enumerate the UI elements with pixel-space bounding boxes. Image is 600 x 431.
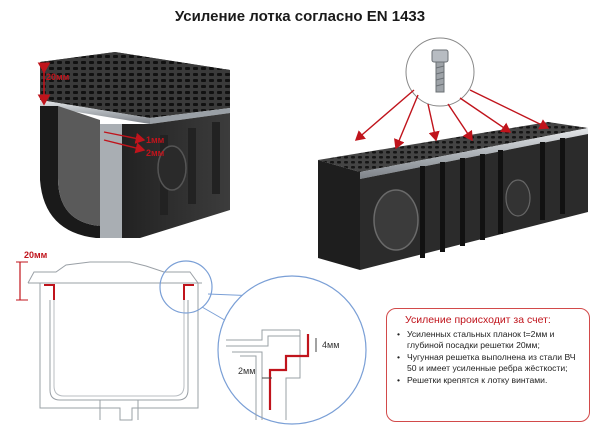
detail-circle: 4мм 2мм (217, 275, 367, 425)
page-title: Усиление лотка согласно EN 1433 (174, 8, 426, 25)
info-box: Усиление происходит за счет: Усиленных с… (386, 308, 590, 422)
dim-2mm-detail: 2мм (238, 366, 255, 376)
cross-section-drawing (16, 260, 259, 421)
dim-4mm: 4мм (322, 340, 339, 350)
channel-full-view (318, 37, 588, 270)
bolt-icon (431, 49, 449, 93)
channel-cutaway: 20мм 1мм 2мм (37, 52, 230, 238)
dim-20mm-top: 20мм (46, 72, 70, 82)
list-item: Решетки крепятся к лотку винтами. (397, 375, 583, 386)
dim-1mm: 1мм (146, 135, 165, 145)
info-list: Усиленных стальных планок t=2мм и глубин… (395, 329, 583, 386)
list-item: Усиленных стальных планок t=2мм и глубин… (397, 329, 583, 350)
list-item: Чугунная решетка выполнена из стали ВЧ 5… (397, 352, 583, 373)
dim-2mm-top: 2мм (146, 148, 165, 158)
dim-20mm-bottom: 20мм (24, 250, 48, 260)
info-heading: Усиление происходит за счет: (405, 314, 551, 326)
